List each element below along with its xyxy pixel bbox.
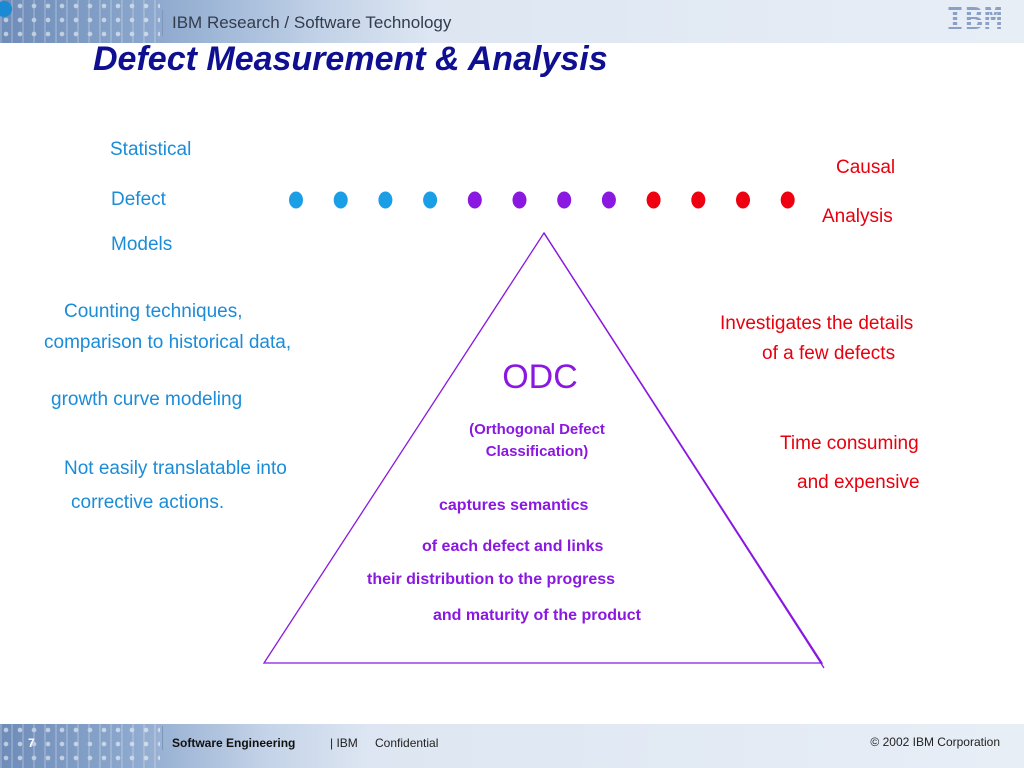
footer-course: Software Engineering <box>172 736 296 750</box>
counting-techniques-text: Counting techniques, <box>64 301 243 322</box>
header-bar: IBM Research / Software Technology IBM <box>0 0 1024 43</box>
spectrum-dot <box>423 191 438 209</box>
growth-curve-text: growth curve modeling <box>51 389 243 410</box>
odc-desc-line3: their distribution to the progress <box>367 571 616 588</box>
odc-desc-line1: captures semantics <box>439 497 589 514</box>
statistical-label: Statistical <box>110 139 192 160</box>
spectrum-dot <box>557 191 572 209</box>
corrective-actions-text: corrective actions. <box>71 492 225 513</box>
causal-label: Causal <box>836 157 896 178</box>
spectrum-dot <box>333 191 348 209</box>
footer-pattern <box>0 724 160 768</box>
odc-full-line2: Classification) <box>485 443 589 460</box>
models-label: Models <box>111 234 173 255</box>
odc-desc-line4: and maturity of the product <box>433 607 641 624</box>
header-divider <box>162 10 163 36</box>
odc-full-line1: (Orthogonal Defect <box>469 421 605 438</box>
defect-label: Defect <box>111 189 166 210</box>
odc-desc-line2: of each defect and links <box>422 538 604 555</box>
footer-divider <box>162 726 163 750</box>
time-consuming-text: Time consuming <box>780 433 919 454</box>
footer-bar: 7 Software Engineering | IBM Confidentia… <box>0 724 1024 768</box>
page-number: 7 <box>28 736 35 750</box>
expensive-text: and expensive <box>797 472 920 493</box>
corner-dot-icon <box>0 1 12 17</box>
ibm-logo: IBM <box>946 2 1004 37</box>
spectrum-dot <box>780 191 795 209</box>
not-translatable-text: Not easily translatable into <box>64 458 287 479</box>
page-title: Defect Measurement & Analysis <box>93 40 608 78</box>
spectrum-dots <box>289 191 795 209</box>
footer-gradient <box>0 724 1024 768</box>
few-defects-text: of a few defects <box>762 343 896 364</box>
spectrum-dot <box>289 191 303 209</box>
spectrum-dot <box>736 191 750 209</box>
odc-acronym: ODC <box>502 358 578 396</box>
spectrum-dot <box>691 191 706 209</box>
spectrum-dot <box>601 191 616 209</box>
header-gradient <box>0 0 1024 43</box>
header-pattern <box>0 0 160 43</box>
spectrum-dot <box>378 191 393 209</box>
historical-data-text: comparison to historical data, <box>44 332 292 353</box>
footer-company: | IBM <box>330 736 358 750</box>
spectrum-dot <box>646 191 661 209</box>
analysis-label: Analysis <box>822 206 893 227</box>
footer-copyright: © 2002 IBM Corporation <box>870 735 1000 749</box>
spectrum-dot <box>512 191 527 209</box>
footer-confidential: Confidential <box>375 736 439 750</box>
investigates-text: Investigates the details <box>720 313 914 334</box>
header-org: IBM Research / Software Technology <box>172 13 452 32</box>
spectrum-dot <box>467 191 482 209</box>
